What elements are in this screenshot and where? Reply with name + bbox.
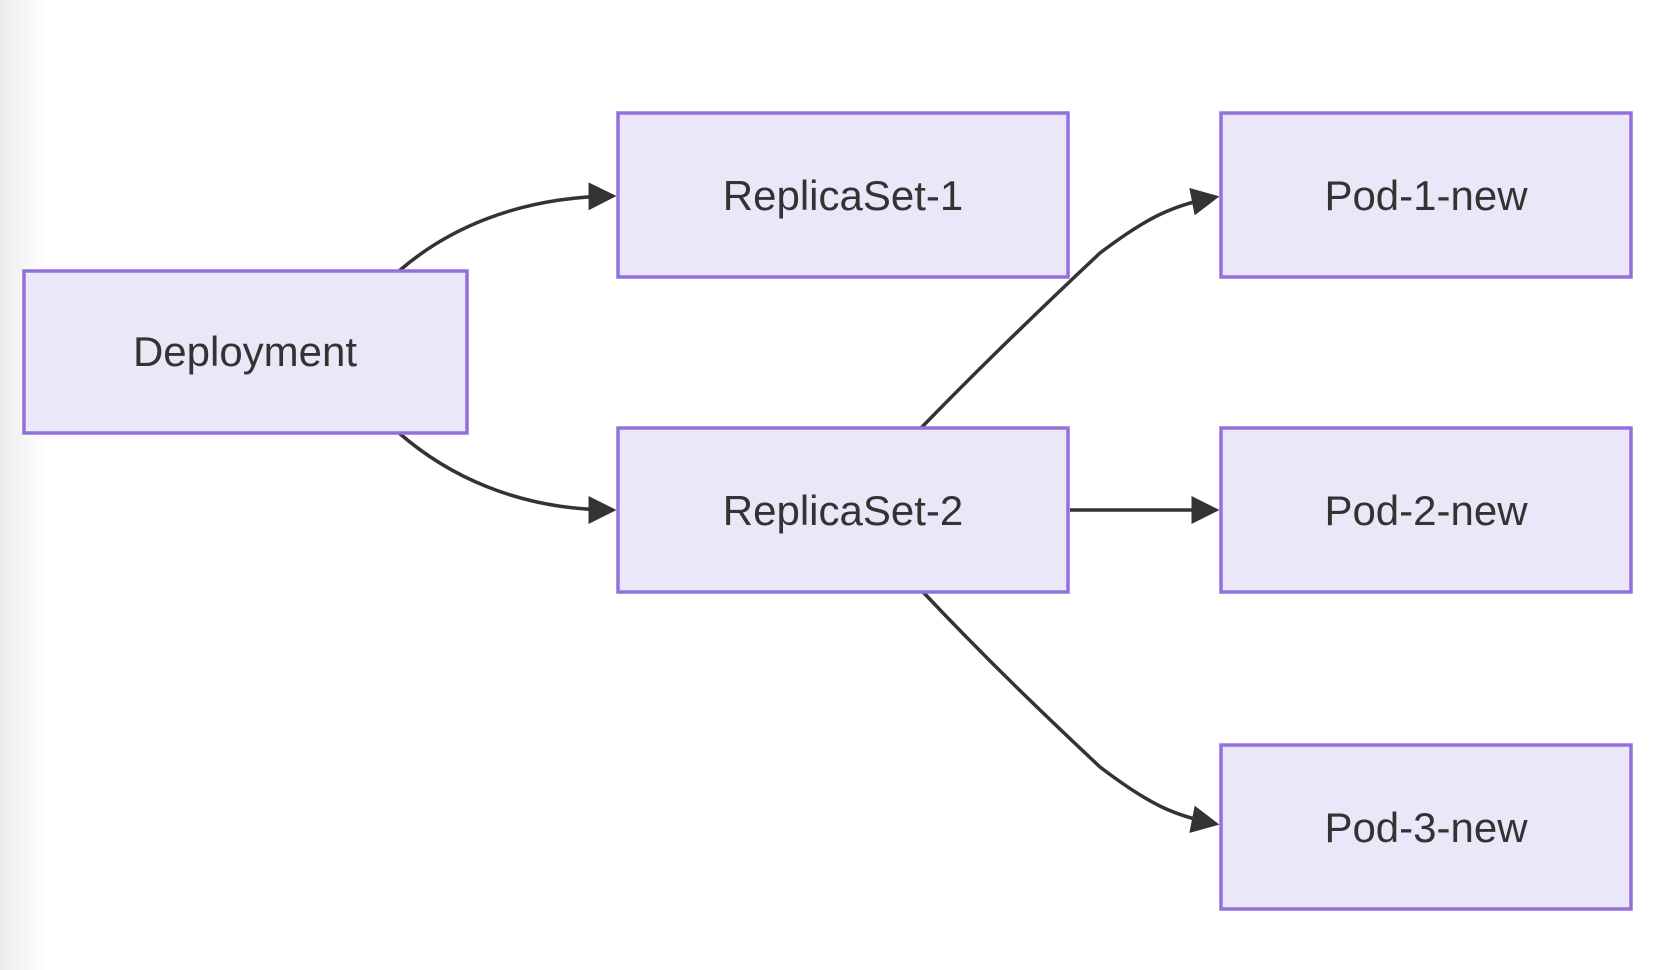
node-deployment-box [22, 269, 469, 435]
edge-deployment-to-replicaset-2 [397, 431, 617, 524]
edge-replicaset-2-to-pod-1-new [919, 187, 1220, 430]
node-pod-1-new-box [1219, 111, 1633, 279]
node-replicaset-1-label: ReplicaSet-1 [723, 172, 963, 219]
edge-deployment-to-replicaset-1 [397, 182, 617, 273]
edge-layer [397, 182, 1220, 834]
node-replicaset-2-label: ReplicaSet-2 [723, 487, 963, 534]
node-pod-3-new: Pod-3-new [1219, 743, 1633, 911]
node-replicaset-1: ReplicaSet-1 [616, 111, 1070, 279]
node-pod-3-new-label: Pod-3-new [1324, 804, 1528, 851]
node-pod-2-new: Pod-2-new [1219, 426, 1633, 594]
edge-replicaset-2-to-pod-3-new [921, 590, 1220, 834]
node-pod-1-new: Pod-1-new [1219, 111, 1633, 279]
node-pod-2-new-box [1219, 426, 1633, 594]
node-deployment: Deployment [22, 269, 469, 435]
node-pod-1-new-label: Pod-1-new [1324, 172, 1528, 219]
node-replicaset-2-box [616, 426, 1070, 594]
node-replicaset-1-box [616, 111, 1070, 279]
node-pod-3-new-box [1219, 743, 1633, 911]
node-pod-2-new-label: Pod-2-new [1324, 487, 1528, 534]
node-deployment-label: Deployment [133, 328, 357, 375]
node-replicaset-2: ReplicaSet-2 [616, 426, 1070, 594]
